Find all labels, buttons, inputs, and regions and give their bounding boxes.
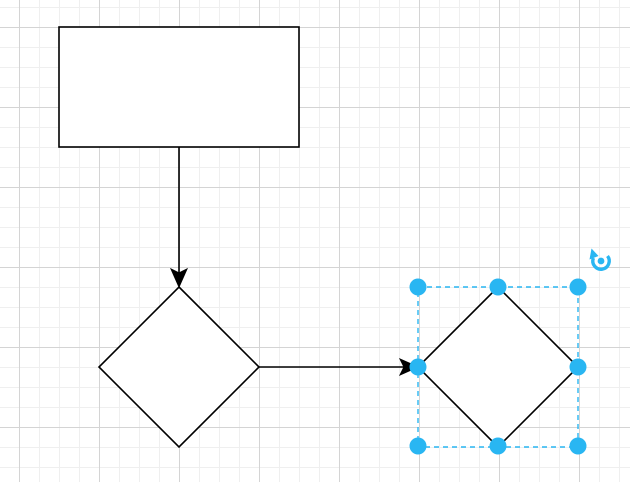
resize-handle-left[interactable] bbox=[409, 358, 427, 376]
edge-rect-to-diamond[interactable] bbox=[169, 147, 189, 289]
edge-diamond-to-diamond[interactable] bbox=[259, 357, 420, 377]
node-diamond-1[interactable] bbox=[97, 285, 261, 449]
diamond-shape[interactable] bbox=[416, 285, 580, 449]
arrowhead-right bbox=[398, 357, 420, 377]
resize-handle-top[interactable] bbox=[489, 278, 507, 296]
resize-handle-top-right[interactable] bbox=[569, 278, 587, 296]
resize-handle-right[interactable] bbox=[569, 358, 587, 376]
resize-handle-bottom[interactable] bbox=[489, 437, 507, 455]
selection-overlay bbox=[409, 248, 611, 455]
resize-handle-top-left[interactable] bbox=[409, 278, 427, 296]
rectangle-shape[interactable] bbox=[58, 26, 300, 148]
diamond-shape[interactable] bbox=[97, 285, 261, 449]
arrowhead-down bbox=[169, 267, 189, 289]
resize-handle-bottom-left[interactable] bbox=[409, 437, 427, 455]
node-diamond-2[interactable] bbox=[416, 285, 580, 449]
resize-handle-bottom-right[interactable] bbox=[569, 437, 587, 455]
rotate-icon[interactable] bbox=[589, 248, 611, 271]
node-rect-1[interactable] bbox=[58, 26, 300, 148]
